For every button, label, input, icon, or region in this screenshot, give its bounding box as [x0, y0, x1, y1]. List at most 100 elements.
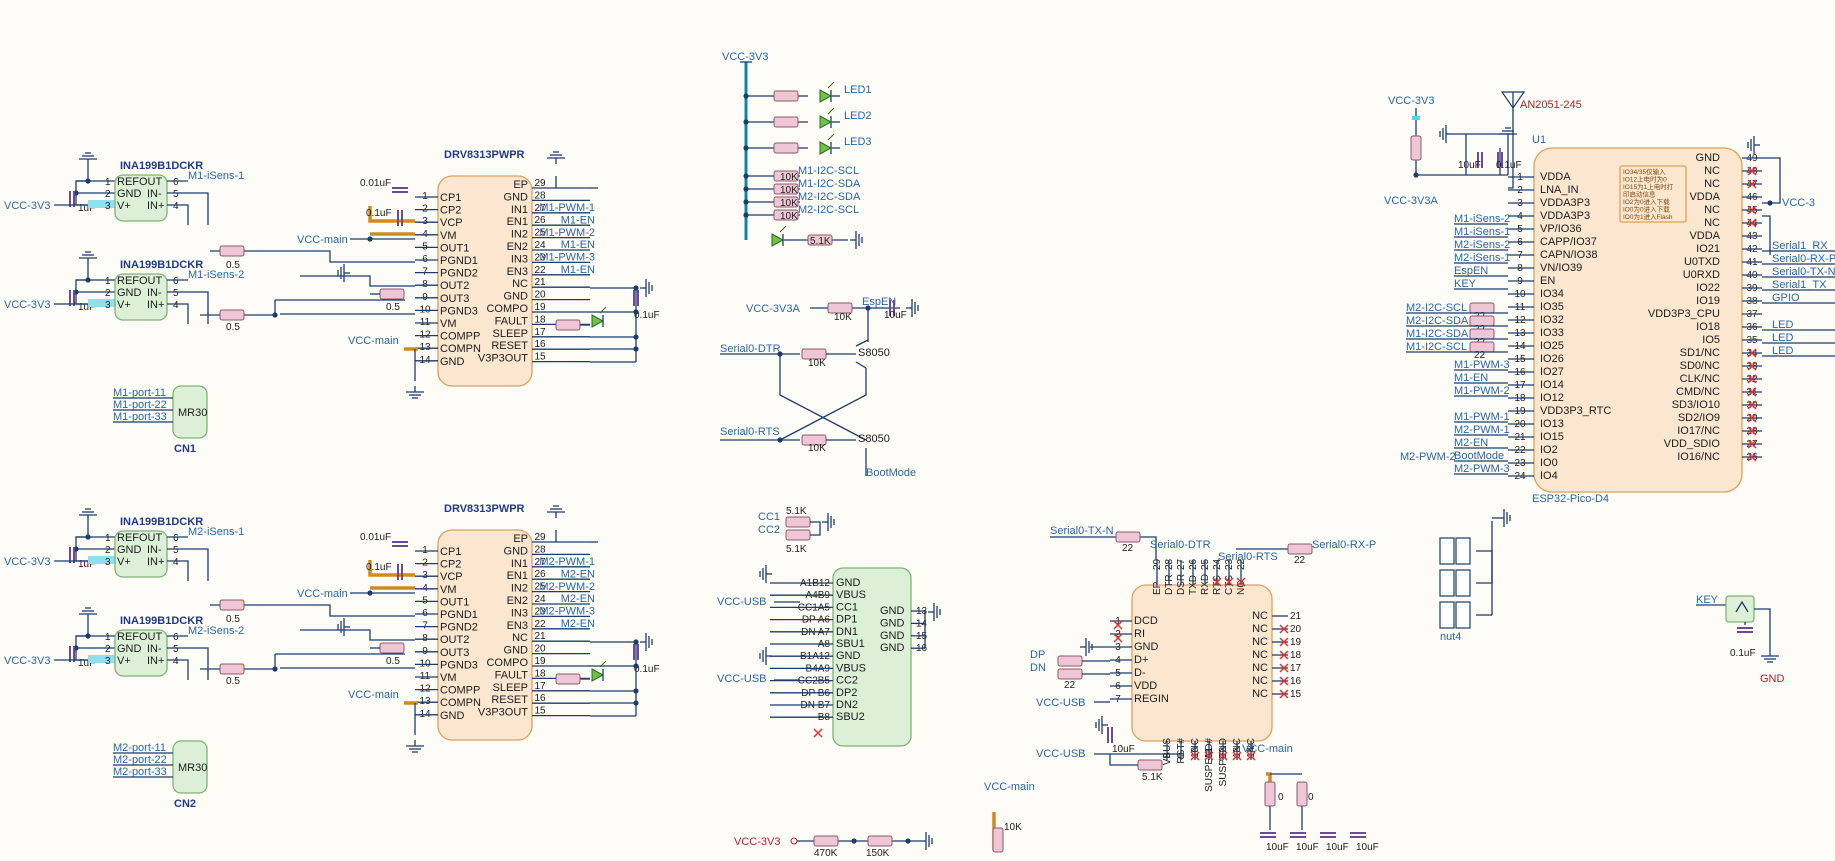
- vcc-label[interactable]: VCC-3V3: [734, 836, 780, 848]
- vcc-label[interactable]: VCC-3V3: [4, 556, 50, 568]
- res-value: 5.1K: [786, 544, 807, 555]
- net-label[interactable]: Serial0-RX-P: [1772, 253, 1835, 265]
- net-label[interactable]: M2-EN: [1454, 437, 1488, 449]
- vcc-label[interactable]: VCC-USB: [1036, 697, 1086, 709]
- net-label[interactable]: EspEN: [862, 296, 896, 308]
- net-label[interactable]: M1-port-11: [113, 387, 166, 399]
- net-label[interactable]: GPIO: [1772, 292, 1800, 304]
- pin-name: REFOUT: [117, 176, 163, 188]
- net-label[interactable]: M1-port-33: [113, 411, 167, 423]
- pin-name: GND: [504, 191, 529, 203]
- usb-pin-right: DP2: [836, 687, 857, 699]
- net-label[interactable]: M2-I2C-SCL: [798, 204, 859, 216]
- net-label[interactable]: M2-port-33: [113, 766, 167, 778]
- net-label[interactable]: Serial0-DTR: [720, 343, 781, 355]
- net-label[interactable]: Serial1_TX: [1772, 279, 1827, 291]
- vcc-label[interactable]: VCC-USB: [1036, 748, 1086, 760]
- net-label[interactable]: M1-PWM-1: [1454, 411, 1510, 423]
- net-label[interactable]: M2-PWM-1: [1454, 424, 1510, 436]
- net-label[interactable]: M1-PWM-1: [539, 202, 595, 214]
- net-label[interactable]: M1-PWM-2: [539, 227, 595, 239]
- net-label[interactable]: M2-EN: [561, 593, 595, 605]
- net-label[interactable]: M1-PWM-3: [1454, 359, 1510, 371]
- resistor: [379, 288, 405, 300]
- net-label[interactable]: M2-PWM-3: [1454, 463, 1510, 475]
- net-label[interactable]: M2-iSens-2: [1454, 239, 1510, 251]
- net-label[interactable]: M2-EN: [561, 618, 595, 630]
- net-label[interactable]: DP: [1030, 649, 1045, 661]
- net-label[interactable]: LED: [1772, 332, 1793, 344]
- vcc-label[interactable]: VCC-USB: [717, 673, 767, 685]
- net-label[interactable]: M2-port-22: [113, 754, 167, 766]
- net-label[interactable]: Serial0-RX-P: [1312, 539, 1376, 551]
- net-label[interactable]: M2-iSens-1: [188, 526, 244, 538]
- net-label[interactable]: M1-EN: [561, 264, 595, 276]
- net-label[interactable]: M2-PWM-2: [539, 581, 595, 593]
- net-label[interactable]: LED: [1772, 345, 1793, 357]
- vcc-label[interactable]: VCC-3: [1782, 197, 1815, 209]
- esp-left-pin: IO34: [1540, 288, 1564, 300]
- net-label[interactable]: M2-PWM-3: [539, 606, 595, 618]
- net-label[interactable]: M1-iSens-2: [1454, 213, 1510, 225]
- vcc-main-label[interactable]: VCC-main: [348, 689, 399, 701]
- vcc-label[interactable]: VCC-USB: [717, 596, 767, 608]
- net-label[interactable]: M1-iSens-1: [188, 170, 244, 182]
- vcc-main-label[interactable]: VCC-main: [297, 588, 348, 600]
- key-label[interactable]: KEY: [1696, 594, 1719, 606]
- net-label[interactable]: Serial0-DTR: [1150, 539, 1211, 551]
- net-label[interactable]: M2-iSens-2: [188, 625, 244, 637]
- net-label[interactable]: M1-port-22: [113, 399, 167, 411]
- net-label[interactable]: BootMode: [1454, 450, 1504, 462]
- vcc-label[interactable]: VCC-3V3: [1388, 95, 1434, 107]
- net-label[interactable]: M2-iSens-1: [1454, 252, 1510, 264]
- net-label[interactable]: M2-EN: [561, 568, 595, 580]
- net-label[interactable]: CC2: [758, 524, 780, 536]
- net-label[interactable]: Serial0-TX-N: [1772, 266, 1835, 278]
- net-label[interactable]: M1-iSens-2: [188, 269, 244, 281]
- net-label[interactable]: BootMode: [866, 467, 916, 479]
- pin-number: 3: [105, 656, 111, 667]
- vcc-main-label[interactable]: VCC-main: [297, 234, 348, 246]
- net-label[interactable]: M1-iSens-1: [1454, 226, 1510, 238]
- net-label[interactable]: M2-I2C-SDA: [1406, 315, 1469, 327]
- net-label[interactable]: M1-EN: [561, 239, 595, 251]
- net-label[interactable]: Serial0-RTS: [720, 426, 780, 438]
- net-label[interactable]: M2-I2C-SCL: [1406, 302, 1467, 314]
- net-label[interactable]: M1-PWM-2: [1454, 385, 1510, 397]
- net-label[interactable]: Serial1_RX: [1772, 240, 1828, 252]
- vcc-label[interactable]: VCC-3V3A: [1384, 195, 1438, 207]
- led-label[interactable]: LED1: [844, 84, 872, 96]
- net-label[interactable]: M1-I2C-SCL: [798, 165, 859, 177]
- vcc-label[interactable]: VCC-3V3: [4, 655, 50, 667]
- net-label[interactable]: M1-PWM-3: [539, 252, 595, 264]
- vcc-main-label[interactable]: VCC-main: [1242, 743, 1293, 755]
- resistor: [773, 196, 799, 208]
- net-label[interactable]: EspEN: [1454, 265, 1488, 277]
- led-label[interactable]: LED2: [844, 110, 872, 122]
- net-label[interactable]: M1-I2C-SCL: [1406, 341, 1467, 353]
- net-label[interactable]: M1-EN: [561, 214, 595, 226]
- vcc-main-label[interactable]: VCC-main: [348, 335, 399, 347]
- res-value: 10K: [808, 358, 826, 369]
- net-label[interactable]: M2-I2C-SDA: [798, 191, 861, 203]
- net-label[interactable]: M2-port-11: [113, 742, 166, 754]
- net-label[interactable]: DN: [1030, 662, 1046, 674]
- net-label[interactable]: Serial0-RTS: [1218, 551, 1278, 563]
- net-label[interactable]: Serial0-TX-N: [1050, 525, 1114, 537]
- net-label[interactable]: LED: [1772, 319, 1793, 331]
- led-label[interactable]: LED3: [844, 136, 872, 148]
- net-label[interactable]: M1-EN: [1454, 372, 1488, 384]
- vcc-label[interactable]: VCC-3V3: [4, 299, 50, 311]
- vcc-label[interactable]: VCC-3V3: [722, 51, 768, 63]
- vcc-label[interactable]: VCC-3V3: [4, 200, 50, 212]
- net-label[interactable]: M2-PWM-2: [1400, 451, 1456, 463]
- net-label[interactable]: M2-PWM-1: [539, 556, 595, 568]
- vcc-main-label[interactable]: VCC-main: [984, 781, 1035, 793]
- net-label[interactable]: M1-I2C-SDA: [1406, 328, 1469, 340]
- net-label[interactable]: KEY: [1454, 278, 1477, 290]
- net-label[interactable]: CC1: [758, 511, 780, 523]
- vcc-label[interactable]: VCC-3V3A: [746, 303, 800, 315]
- net-label[interactable]: M1-I2C-SDA: [798, 178, 861, 190]
